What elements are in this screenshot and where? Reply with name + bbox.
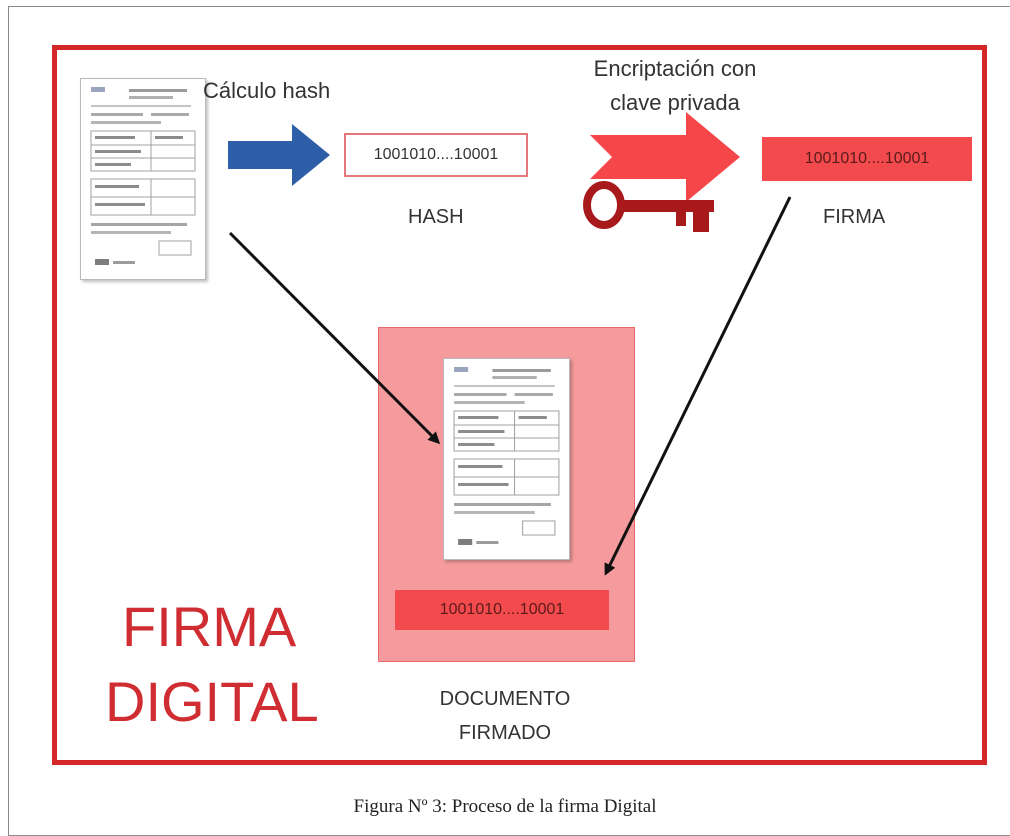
signature-value-box: 1001010....10001 [762, 137, 972, 181]
signed-document-label-line2: FIRMADO [458, 722, 552, 744]
hash-value-box: 1001010....10001 [344, 133, 528, 177]
signed-value-box: 1001010....10001 [395, 590, 609, 630]
hash-calculation-label: Cálculo hash [203, 78, 331, 103]
title-digital: DIGITAL [105, 670, 319, 733]
signature-label: FIRMA [823, 206, 886, 228]
signed-document-label-line1: DOCUMENTO [439, 688, 571, 710]
original-document-icon [80, 78, 206, 280]
signed-document-icon [443, 358, 570, 560]
encryption-label-line2: clave privada [610, 90, 740, 115]
figure-caption: Figura Nº 3: Proceso de la firma Digital [353, 796, 657, 817]
title-firma: FIRMA [122, 595, 297, 658]
signed-document-label: DOCUMENTO FIRMADO [400, 682, 610, 750]
encryption-label: Encriptación con clave privada [560, 52, 790, 120]
hash-label: HASH [408, 206, 464, 228]
encryption-label-line1: Encriptación con [593, 56, 757, 81]
